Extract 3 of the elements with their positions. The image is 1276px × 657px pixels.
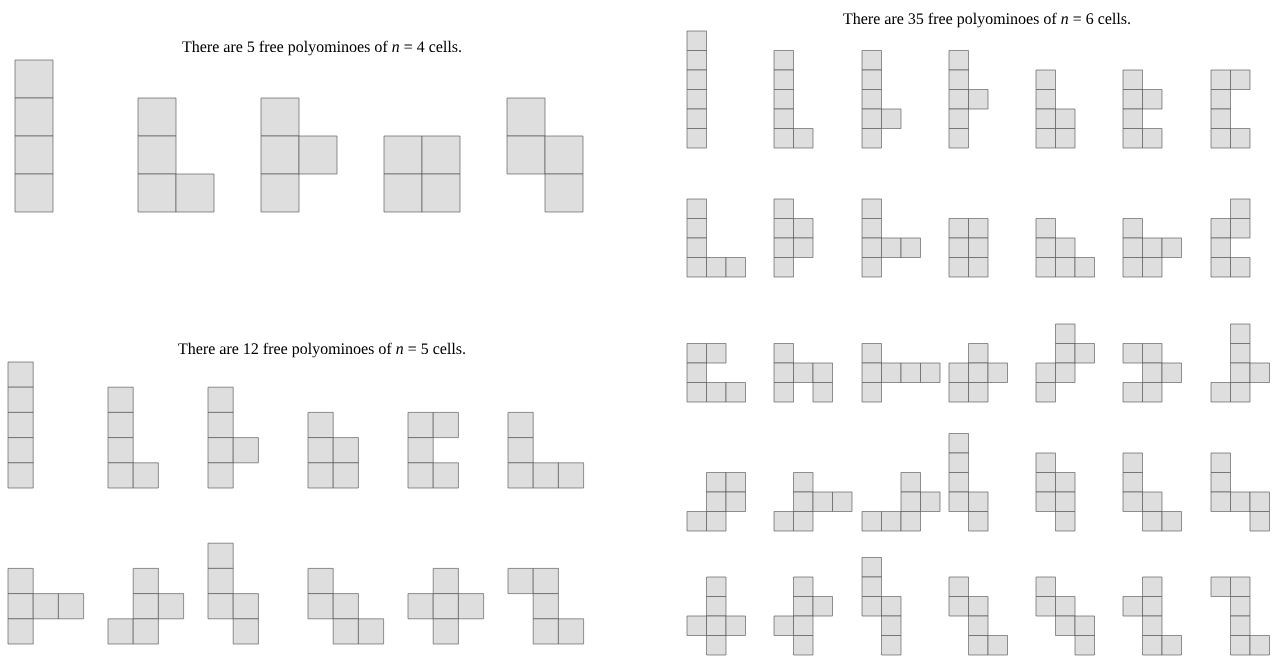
heading: There are 12 free polyominoes of n = 5 cells. (178, 342, 465, 358)
heading: There are 5 free polyominoes of n = 4 cells. (182, 40, 461, 56)
heading: There are 35 free polyominoes of n = 6 cells. (843, 12, 1130, 28)
